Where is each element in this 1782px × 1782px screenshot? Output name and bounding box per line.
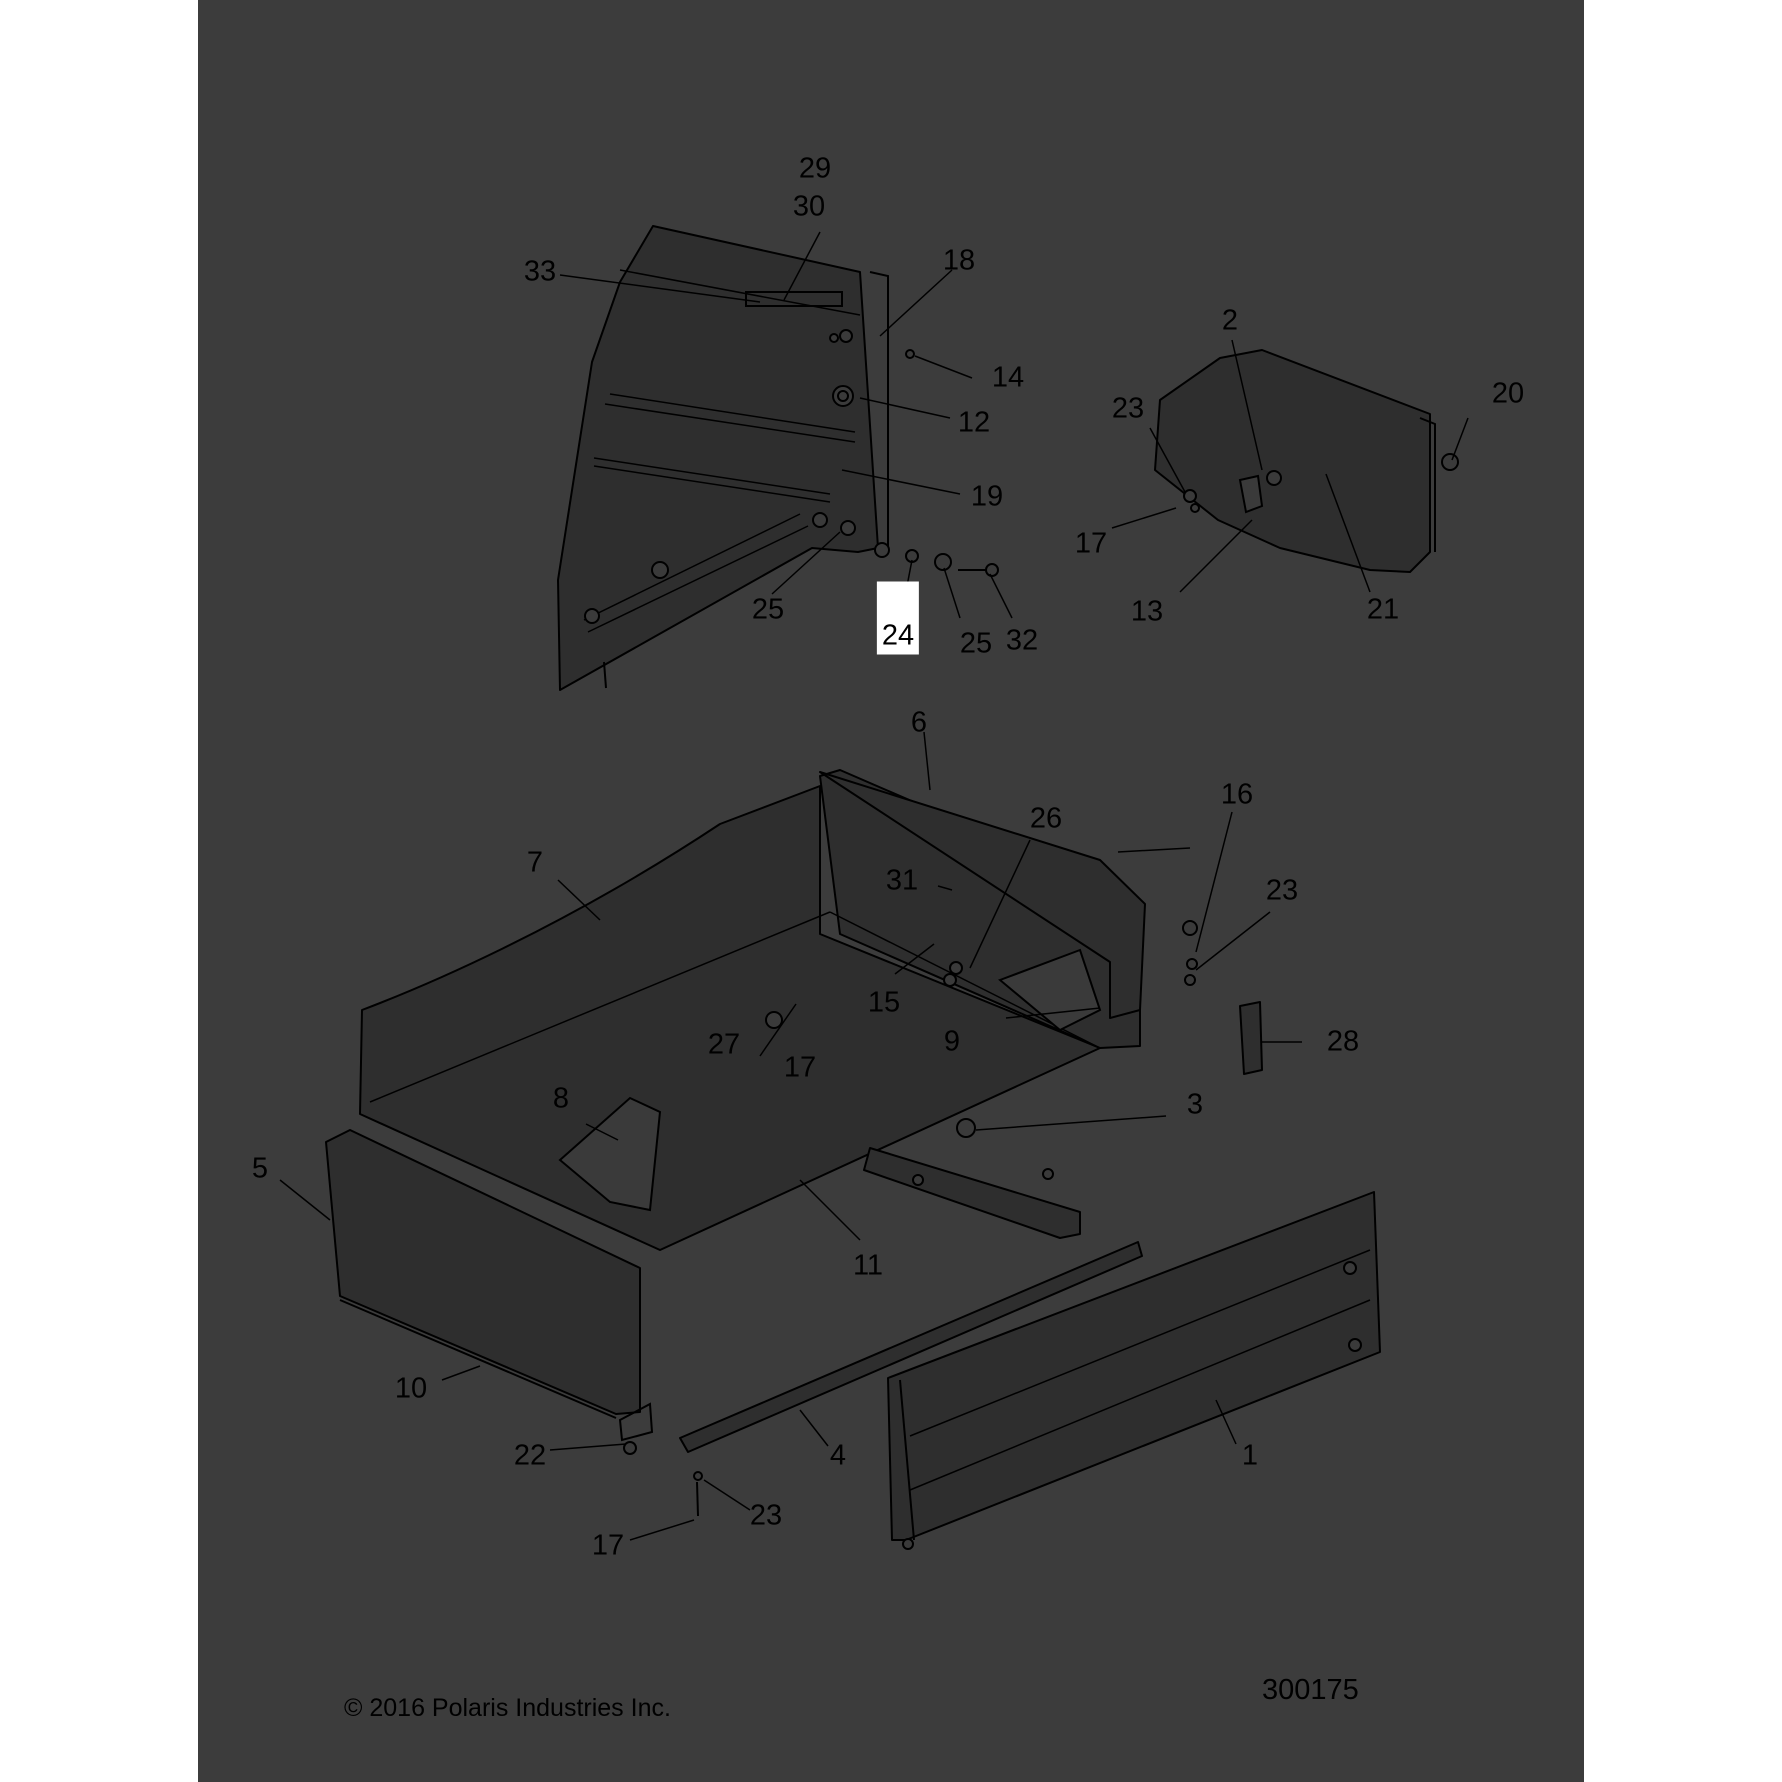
cargo-box (359, 769, 1198, 1251)
callout-32: 32 (1005, 624, 1039, 657)
callout-3: 3 (1186, 1088, 1204, 1121)
callout-4: 4 (829, 1439, 847, 1472)
callout-1: 1 (1241, 1439, 1259, 1472)
callout-28: 28 (1326, 1025, 1360, 1058)
latch-hardware (829, 329, 999, 577)
callout-11: 11 (852, 1249, 884, 1282)
callout-13: 13 (1130, 595, 1164, 628)
callout-8: 8 (552, 1082, 570, 1115)
leader-lines (279, 231, 1469, 1541)
callout-22: 22 (513, 1439, 547, 1472)
callout-29: 29 (798, 152, 832, 185)
callout-6: 6 (910, 706, 928, 739)
callout-10: 10 (394, 1372, 428, 1405)
callout-7: 7 (526, 846, 544, 879)
callout-2: 2 (1221, 304, 1239, 337)
callout-17-floor: 17 (783, 1051, 817, 1084)
callout-19: 19 (970, 480, 1004, 513)
callout-21: 21 (1366, 593, 1400, 626)
callout-23-side: 23 (1265, 874, 1299, 907)
copyright-notice: © 2016 Polaris Industries Inc. (344, 1694, 671, 1722)
latch-bracket-detail (1154, 349, 1459, 573)
callout-14: 14 (991, 361, 1025, 394)
callout-18: 18 (942, 244, 976, 277)
callout-26: 26 (1029, 802, 1063, 835)
callout-20: 20 (1491, 377, 1525, 410)
callout-9: 9 (943, 1025, 961, 1058)
callout-12: 12 (957, 406, 991, 439)
callout-27: 27 (707, 1028, 741, 1061)
side-panel (887, 1191, 1381, 1550)
callout-23-rail: 23 (749, 1499, 783, 1532)
callout-15: 15 (867, 986, 901, 1019)
diagram-number: 300175 (1262, 1674, 1359, 1706)
callout-25-left: 25 (751, 593, 785, 626)
callout-33: 33 (523, 255, 557, 288)
bumper-stop (1182, 920, 1263, 1075)
callout-24-highlighted: 24 (876, 581, 920, 655)
cross-member (863, 1118, 1081, 1239)
callout-31: 31 (885, 864, 919, 897)
callout-16: 16 (1220, 778, 1254, 811)
callout-17-latch: 17 (1074, 527, 1108, 560)
front-panel (325, 1129, 654, 1455)
rail (679, 1241, 1143, 1517)
callout-17-rail: 17 (591, 1529, 625, 1562)
tailgate-assembly (557, 225, 889, 691)
callout-30: 30 (792, 190, 826, 223)
callout-5: 5 (251, 1152, 269, 1185)
callout-25-right: 25 (959, 627, 993, 660)
callout-23-latch: 23 (1111, 392, 1145, 425)
